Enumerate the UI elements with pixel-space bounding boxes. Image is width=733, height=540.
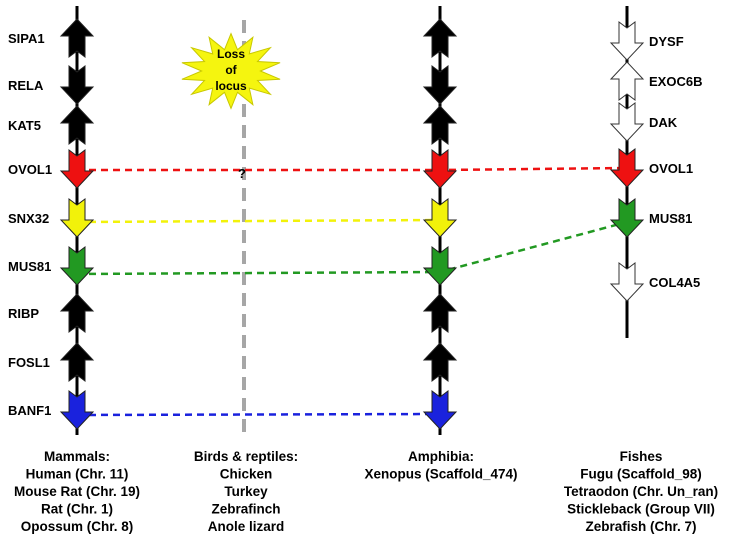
mammal-gene-label: MUS81 bbox=[8, 259, 51, 274]
fish-gene-arrow bbox=[609, 262, 645, 302]
fish-gene-arrow bbox=[609, 148, 645, 188]
mammal-gene-arrow bbox=[59, 65, 95, 105]
mammal-gene-label: OVOL1 bbox=[8, 162, 52, 177]
fishes-caption-line: Tetraodon (Chr. Un_ran) bbox=[564, 484, 718, 499]
mammals-caption-line: Opossum (Chr. 8) bbox=[21, 519, 134, 534]
amphibia-gene-arrow bbox=[422, 105, 458, 145]
birds-caption-line: Turkey bbox=[224, 484, 268, 499]
mammal-gene-arrow bbox=[59, 342, 95, 382]
fish-gene-label: EXOC6B bbox=[649, 74, 702, 89]
mammal-gene-arrow bbox=[59, 105, 95, 145]
fish-gene-label: DYSF bbox=[649, 34, 684, 49]
fish-gene-arrow bbox=[609, 21, 645, 61]
amphibia-gene-arrow bbox=[422, 18, 458, 58]
fish-gene-label: DAK bbox=[649, 115, 678, 130]
fishes-caption-line: Fugu (Scaffold_98) bbox=[580, 467, 702, 482]
amphibia-gene-arrow bbox=[422, 65, 458, 105]
banf1-connector bbox=[76, 412, 441, 417]
mammal-gene-arrow bbox=[59, 293, 95, 333]
amphibia-gene-arrow bbox=[422, 293, 458, 333]
mammal-gene-arrow bbox=[59, 390, 95, 430]
fish-gene-arrow bbox=[609, 61, 645, 101]
amphibia-gene-arrow bbox=[422, 390, 458, 430]
amphibia-gene-arrow bbox=[422, 342, 458, 382]
mammal-gene-arrow bbox=[59, 18, 95, 58]
mammal-gene-label: RELA bbox=[8, 78, 44, 93]
mammal-gene-label: SIPA1 bbox=[8, 31, 45, 46]
fish-gene-label: OVOL1 bbox=[649, 161, 693, 176]
mus81-connector bbox=[76, 220, 628, 276]
amphibia-caption-line: Amphibia: bbox=[408, 449, 474, 464]
mammal-gene-label: BANF1 bbox=[8, 403, 51, 418]
loss-label: of bbox=[225, 63, 237, 77]
fishes-caption-line: Stickleback (Group VII) bbox=[567, 502, 715, 517]
fishes-caption-line: Zebrafish (Chr. 7) bbox=[585, 519, 696, 534]
amphibia-caption-line: Xenopus (Scaffold_474) bbox=[364, 467, 517, 482]
fish-gene-label: MUS81 bbox=[649, 211, 692, 226]
birds-caption-line: Birds & reptiles: bbox=[194, 449, 298, 464]
amphibia-gene-arrow bbox=[422, 246, 458, 286]
fish-gene-arrow bbox=[609, 102, 645, 142]
mammals-caption-line: Human (Chr. 11) bbox=[26, 467, 129, 482]
mammals-caption-line: Mammals: bbox=[44, 449, 110, 464]
mammal-gene-label: FOSL1 bbox=[8, 355, 50, 370]
loss-of-locus-star: Loss of locus bbox=[181, 32, 281, 110]
mammals-caption-line: Mouse Rat (Chr. 19) bbox=[14, 484, 140, 499]
mammal-gene-arrow bbox=[59, 149, 95, 189]
mammal-gene-label: KAT5 bbox=[8, 118, 41, 133]
birds-caption-line: Zebrafinch bbox=[211, 502, 280, 517]
mammal-gene-label: RIBP bbox=[8, 306, 39, 321]
mammals-caption-line: Rat (Chr. 1) bbox=[41, 502, 113, 517]
question-mark: ? bbox=[238, 166, 246, 181]
amphibia-gene-arrow bbox=[422, 149, 458, 189]
mammal-gene-label: SNX32 bbox=[8, 211, 49, 226]
fishes-caption-line: Fishes bbox=[620, 449, 663, 464]
snx32-connector bbox=[76, 218, 441, 224]
fish-gene-label: COL4A5 bbox=[649, 275, 700, 290]
loss-label: Loss bbox=[217, 47, 245, 61]
fish-gene-arrow bbox=[609, 198, 645, 238]
ovol1-connector bbox=[77, 166, 628, 172]
amphibia-gene-arrow bbox=[422, 198, 458, 238]
birds-caption-line: Chicken bbox=[220, 467, 273, 482]
birds-caption-line: Anole lizard bbox=[208, 519, 285, 534]
mammal-gene-arrow bbox=[59, 246, 95, 286]
mammal-gene-arrow bbox=[59, 198, 95, 238]
loss-label: locus bbox=[215, 79, 247, 93]
